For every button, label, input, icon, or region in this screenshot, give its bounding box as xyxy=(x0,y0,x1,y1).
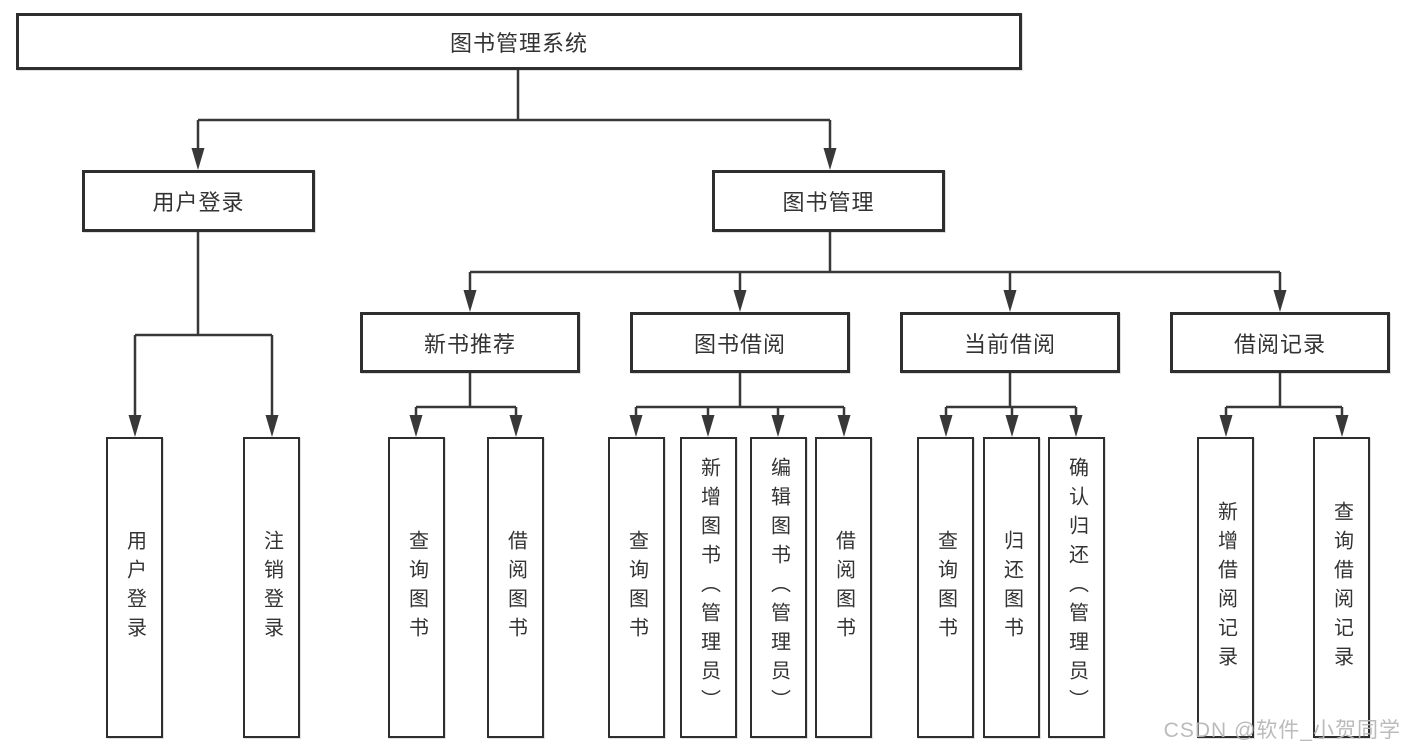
node-user-login-label: 用户登录 xyxy=(152,190,245,215)
connector-recommend-to-leaves xyxy=(414,373,518,419)
arrow-to-borrowing-records xyxy=(1273,290,1287,312)
node-book-management: 图书管理 xyxy=(712,170,945,232)
node-root-label: 图书管理系统 xyxy=(449,30,588,56)
node-leaf-edit-books-admin-label: 编辑图书（管理员） xyxy=(767,457,790,718)
node-leaf-confirm-return-admin-label: 确认归还（管理员） xyxy=(1065,457,1088,718)
node-user-login: 用户登录 xyxy=(82,170,315,232)
arrow-to-leaf-borrow-books xyxy=(837,415,851,437)
arrow-to-current-borrowing xyxy=(1003,290,1017,312)
arrow-to-leaf-add-books xyxy=(701,415,715,437)
arrow-to-leaf-logout xyxy=(265,415,279,437)
node-book-borrowing: 图书借阅 xyxy=(630,312,850,373)
node-current-borrowing: 当前借阅 xyxy=(900,312,1120,373)
node-leaf-return-books-label: 归还图书 xyxy=(1000,529,1023,646)
node-borrowing-records: 借阅记录 xyxy=(1170,312,1390,373)
node-leaf-user-login: 用户登录 xyxy=(106,437,163,738)
node-book-management-label: 图书管理 xyxy=(782,190,875,215)
node-leaf-query-books-borrowing: 查询图书 xyxy=(608,437,665,738)
node-leaf-return-books: 归还图书 xyxy=(983,437,1040,738)
node-leaf-query-books-current-label: 查询图书 xyxy=(934,529,957,646)
node-leaf-query-books-current: 查询图书 xyxy=(917,437,974,738)
node-root: 图书管理系统 xyxy=(16,13,1022,70)
arrow-to-leaf-user-login xyxy=(128,415,142,437)
node-leaf-edit-books-admin: 编辑图书（管理员） xyxy=(750,437,807,738)
connector-bookmgmt-to-level3 xyxy=(468,232,1282,294)
node-new-book-recommend: 新书推荐 xyxy=(360,312,580,373)
connector-root-to-level2 xyxy=(196,70,832,152)
arrow-to-leaf-query-record xyxy=(1335,415,1349,437)
node-leaf-add-borrow-record: 新增借阅记录 xyxy=(1197,437,1254,738)
node-leaf-query-books-borrowing-label: 查询图书 xyxy=(625,529,648,646)
arrow-to-book-borrowing xyxy=(733,290,747,312)
csdn-watermark: CSDN @软件_小贺同学 xyxy=(1163,719,1401,742)
arrow-to-new-book-recommend xyxy=(463,290,477,312)
node-borrowing-records-label: 借阅记录 xyxy=(1233,331,1326,357)
node-leaf-query-borrow-record: 查询借阅记录 xyxy=(1313,437,1370,738)
arrow-to-user-login xyxy=(191,148,205,170)
node-leaf-borrow-books-recommend: 借阅图书 xyxy=(487,437,544,738)
node-leaf-user-login-label: 用户登录 xyxy=(123,529,146,646)
arrow-to-leaf-return-books xyxy=(1005,415,1019,437)
node-leaf-borrow-books-label: 借阅图书 xyxy=(832,529,855,646)
node-book-borrowing-label: 图书借阅 xyxy=(693,331,786,357)
arrow-to-leaf-query-current xyxy=(939,415,953,437)
node-new-book-recommend-label: 新书推荐 xyxy=(423,331,516,357)
connector-records-to-leaves xyxy=(1224,373,1344,419)
node-leaf-query-books-recommend: 查询图书 xyxy=(388,437,445,738)
node-leaf-borrow-books-recommend-label: 借阅图书 xyxy=(504,529,527,646)
arrow-to-book-management xyxy=(823,148,837,170)
node-leaf-confirm-return-admin: 确认归还（管理员） xyxy=(1048,437,1105,738)
node-leaf-query-books-recommend-label: 查询图书 xyxy=(405,529,428,646)
node-leaf-add-borrow-record-label: 新增借阅记录 xyxy=(1214,500,1237,675)
arrow-to-leaf-borrow-recommend xyxy=(509,415,523,437)
connector-current-to-leaves xyxy=(944,373,1078,419)
node-leaf-add-books-admin: 新增图书（管理员） xyxy=(680,437,737,738)
node-leaf-borrow-books: 借阅图书 xyxy=(815,437,872,738)
arrow-to-leaf-query-borrowing xyxy=(629,415,643,437)
node-leaf-logout-label: 注销登录 xyxy=(260,529,283,646)
arrow-to-leaf-add-record xyxy=(1219,415,1233,437)
node-current-borrowing-label: 当前借阅 xyxy=(963,331,1056,357)
connector-userlogin-to-leaves xyxy=(133,232,274,419)
node-leaf-logout: 注销登录 xyxy=(243,437,300,738)
arrow-to-leaf-query-recommend xyxy=(409,415,423,437)
arrow-to-leaf-confirm-return xyxy=(1069,415,1083,437)
node-leaf-add-books-admin-label: 新增图书（管理员） xyxy=(697,457,720,718)
connector-borrowing-to-leaves xyxy=(634,373,846,419)
node-leaf-query-borrow-record-label: 查询借阅记录 xyxy=(1330,500,1353,675)
arrow-to-leaf-edit-books xyxy=(771,415,785,437)
